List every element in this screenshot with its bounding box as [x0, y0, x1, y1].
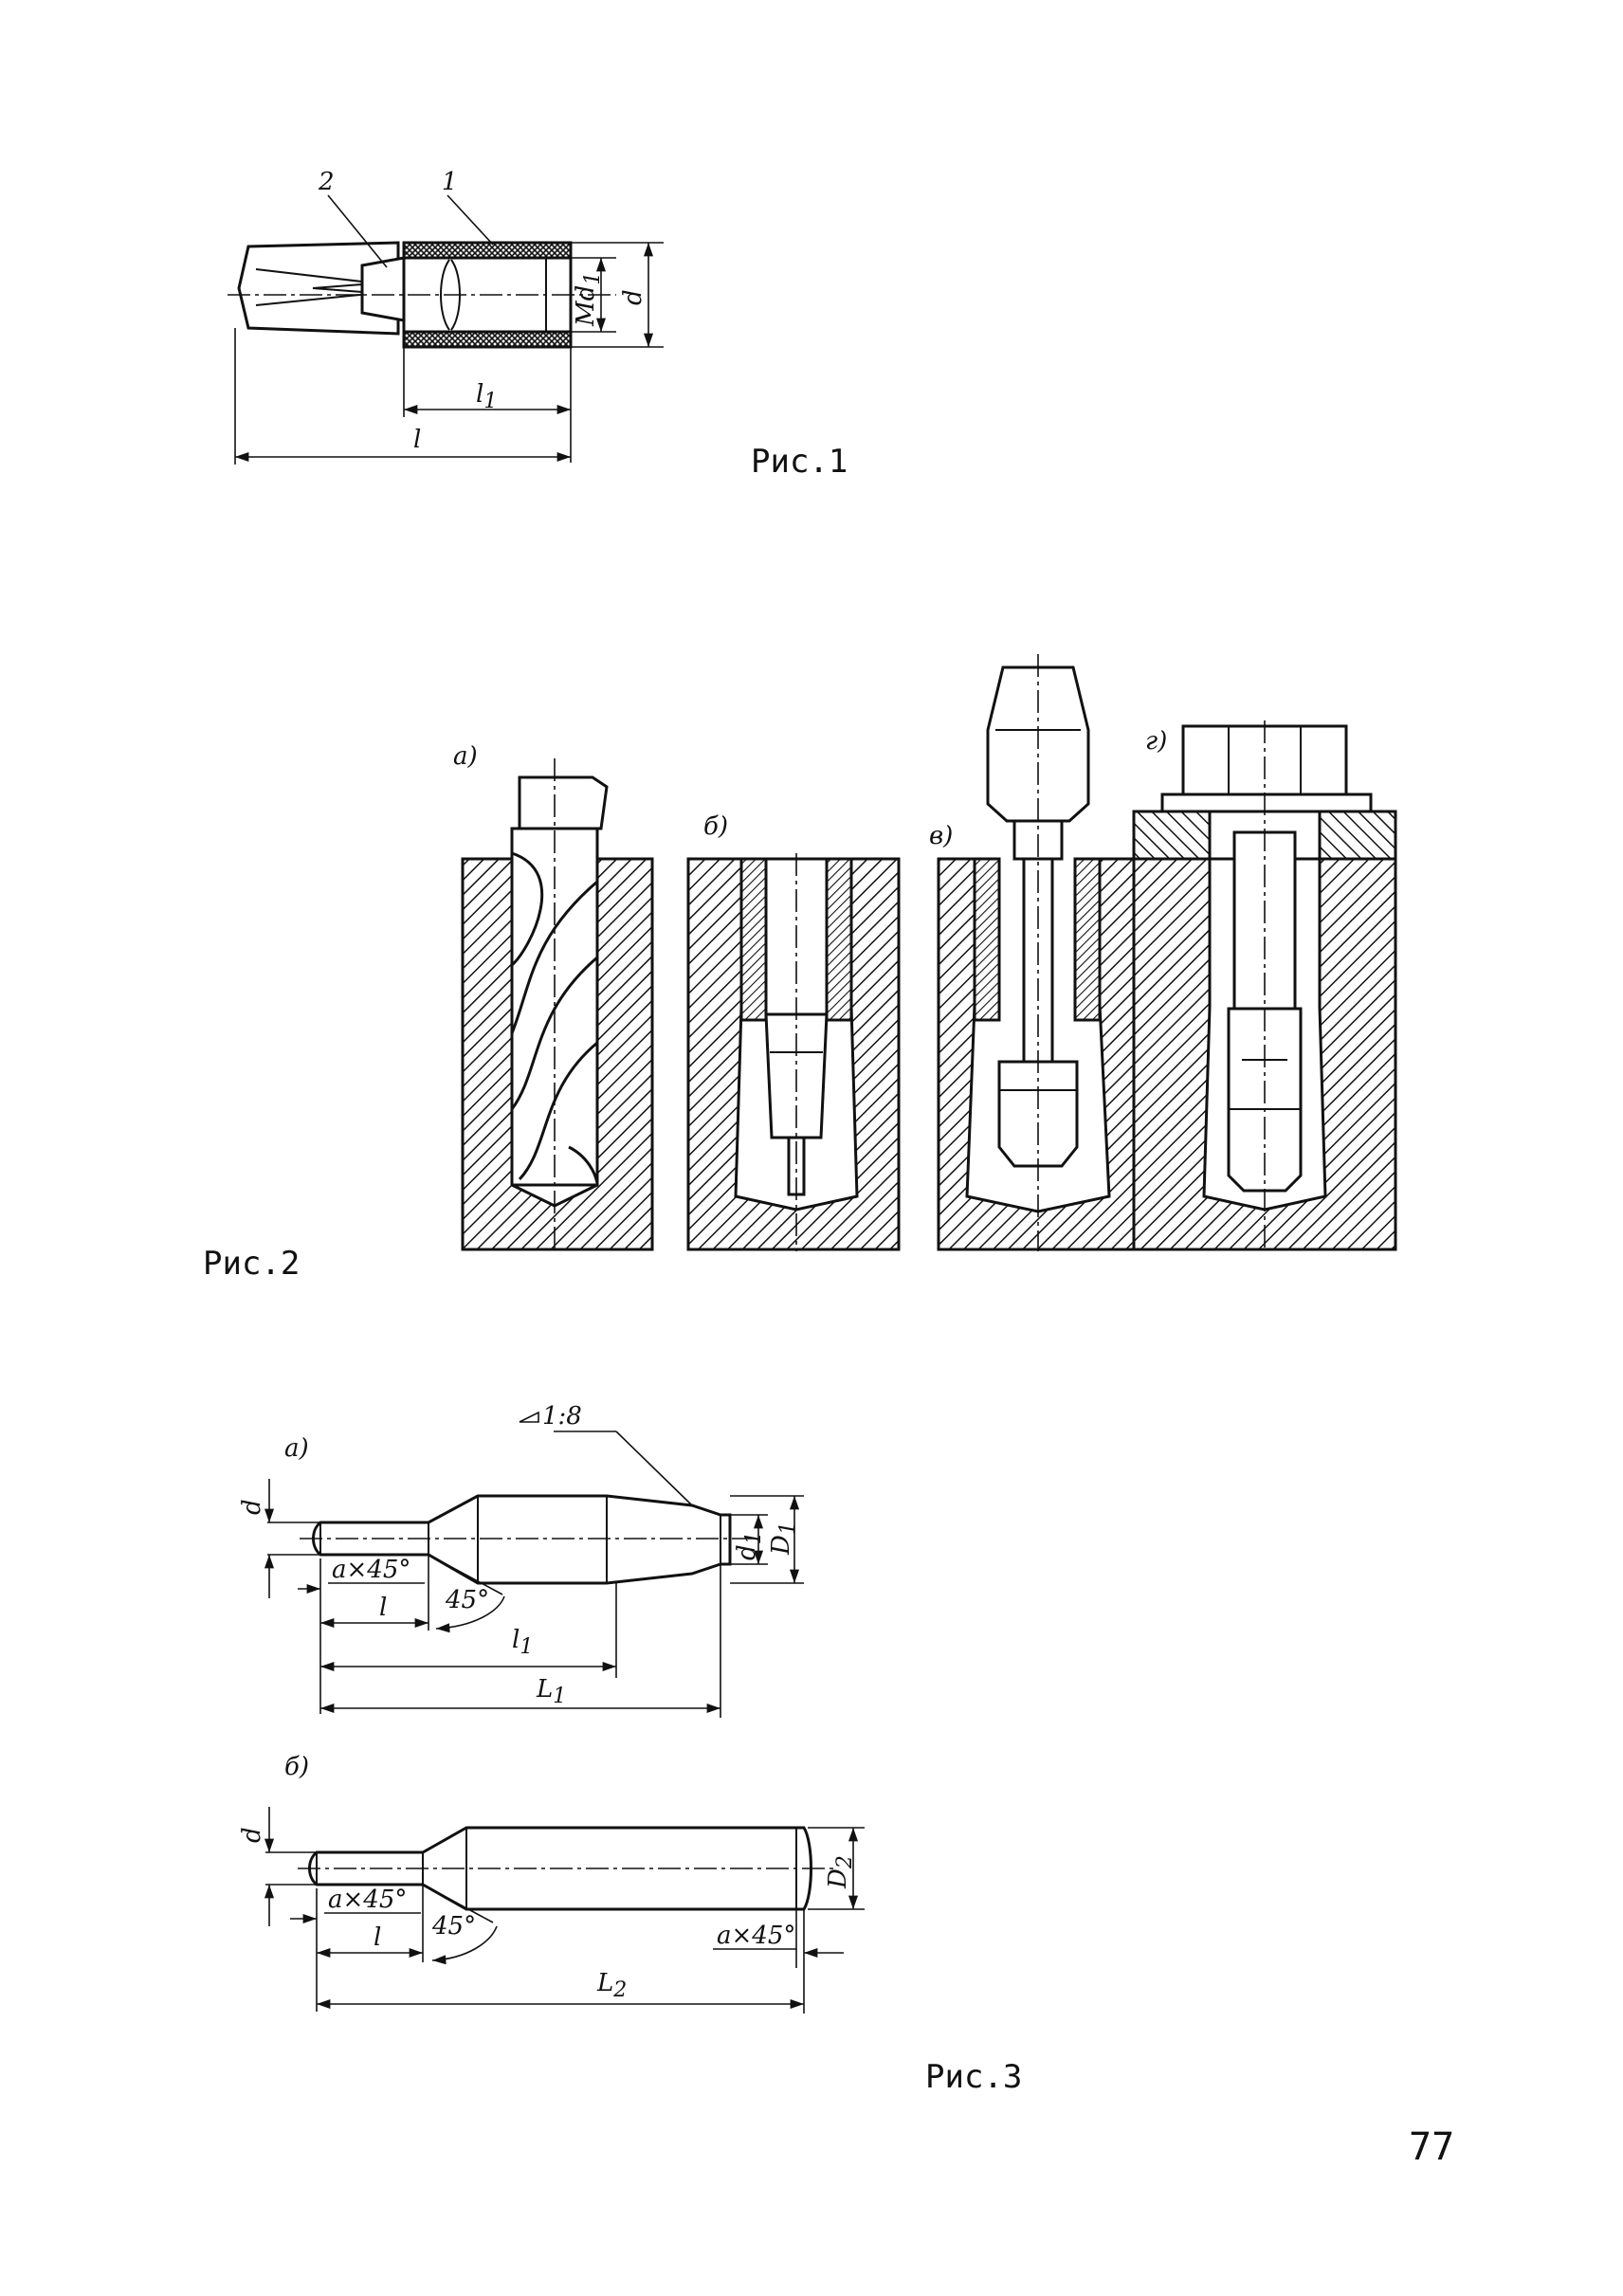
fig1-dim-l: l — [413, 426, 421, 454]
fig3-a-dim-l: l — [379, 1594, 387, 1622]
fig3-b-outline — [308, 1826, 812, 1911]
fig2-label-b: б) — [703, 812, 728, 841]
fig3-caption: Рис.3 — [925, 2058, 1022, 2096]
figure-2: а) б) — [203, 654, 1397, 1283]
figure-3: а) 1:8 d a×45° — [238, 1402, 1022, 2096]
fig3-a-outline — [312, 1494, 732, 1585]
fig3-b-label: б) — [284, 1753, 309, 1781]
fig3-b-chamfer-left: a×45° — [328, 1886, 407, 1914]
fig2-label-v: в) — [929, 822, 953, 850]
fig1-sleeve-top-wall — [402, 241, 573, 260]
fig1-pin — [360, 256, 406, 322]
fig3-a-taper: 1:8 — [542, 1402, 582, 1430]
fig3-b-dim-D2: D2 — [824, 1855, 857, 1889]
fig3-b-angle: 45° — [431, 1912, 476, 1941]
fig3-a-dim-d1: d1 — [733, 1531, 766, 1560]
fig3-a-dim-d: d — [238, 1499, 266, 1515]
fig2-panel-a: а) — [453, 742, 654, 1251]
fig2-caption: Рис.2 — [203, 1245, 300, 1283]
fig2-b-sleeve-right — [825, 857, 853, 1022]
fig2-label-g: г) — [1145, 727, 1167, 756]
fig2-panel-b: б) — [686, 812, 901, 1251]
page-number: 77 — [1409, 2125, 1454, 2169]
fig3-part-a: а) 1:8 d a×45° — [238, 1402, 804, 1718]
fig3-b-dim-L2: L2 — [596, 1969, 627, 2002]
fig3-b-dim-l: l — [374, 1923, 381, 1952]
fig3-a-dim-L1: L1 — [536, 1675, 566, 1708]
fig1-dim-l1: l1 — [476, 380, 497, 413]
fig1-callout-1: 1 — [442, 168, 458, 196]
fig3-a-dim-D1: D1 — [767, 1522, 800, 1556]
fig3-b-chamfer-right: a×45° — [717, 1922, 795, 1950]
fig1-dim-md1: Md1 — [572, 272, 605, 327]
fig3-a-dim-l1: l1 — [512, 1626, 533, 1659]
fig3-b-dim-d: d — [238, 1827, 266, 1843]
fig3-part-b: б) d a×45° 45° l — [238, 1753, 865, 2014]
fig1-tool-body — [237, 241, 400, 336]
fig3-a-label: а) — [284, 1434, 309, 1463]
fig1-sleeve-bottom-wall — [402, 330, 573, 349]
fig2-label-a: а) — [453, 742, 478, 771]
fig1-caption: Рис.1 — [751, 443, 848, 481]
fig3-a-chamfer: a×45° — [332, 1556, 410, 1584]
fig2-g-top-plate — [1132, 810, 1212, 861]
fig2-b-sleeve-left — [739, 857, 768, 1022]
fig2-v-sleeve-left — [973, 857, 1001, 1022]
fig2-panel-g: г) — [1132, 720, 1397, 1251]
fig2-v-sleeve-right — [1073, 857, 1102, 1022]
figure-1: 2 1 Md1 d l1 l Рис.1 — [228, 168, 848, 481]
fig1-dim-d: d — [619, 289, 647, 305]
fig2-panel-v: в) — [929, 654, 1140, 1251]
fig1-callout-2: 2 — [318, 168, 335, 196]
fig2-g-workpiece — [1132, 857, 1397, 1251]
fig3-a-angle: 45° — [445, 1586, 489, 1614]
